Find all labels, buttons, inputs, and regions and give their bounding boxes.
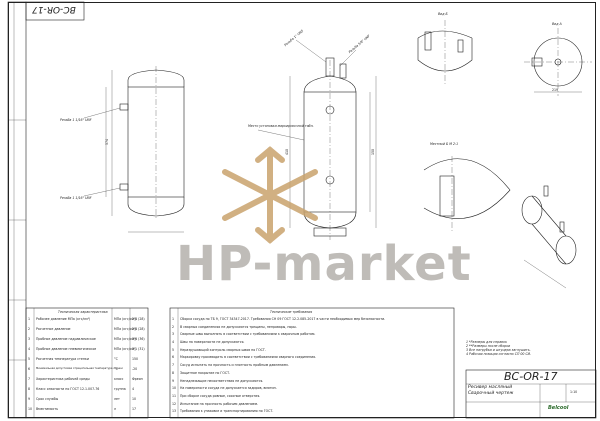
isometric-view: [521, 185, 577, 289]
dim-label-1: 574: [105, 138, 110, 146]
view-a-end: [524, 28, 592, 96]
callout-bolt-label: Место установки маркировочной табл.: [248, 124, 314, 128]
spec-row: 1 Рабочее давление МПа (кгс/см²) МПа (кг…: [28, 317, 145, 321]
note-line: 1 *Размеры для справок: [466, 340, 507, 344]
code-stamp-box: [25, 1, 85, 21]
corner-drawing-code: BC-OR-17: [32, 4, 76, 14]
note-line: 3 Все патрубки и штуцера заглушить.: [466, 348, 531, 352]
view-b-detail: [417, 20, 473, 86]
title-name-line1: Ресивер масляный: [468, 385, 513, 390]
dim-label-4: 150: [371, 148, 376, 156]
title-name-line2: Сварочный чертеж: [468, 391, 514, 396]
notes-block: 1 *Размеры для справок 2 **Размеры после…: [466, 340, 596, 356]
spec-row: 10 Вместимость л 17: [28, 407, 137, 411]
watermark-brand: HP-market: [176, 236, 472, 292]
tech-table-title: Технические требования: [270, 310, 313, 314]
bottom-tables: [25, 307, 597, 419]
callout-fitting-a: Резьба 1 1/16" UNF: [60, 118, 92, 122]
vessel-side-view: [83, 66, 185, 233]
sheet-scale: 1:10: [570, 390, 578, 394]
drawing-sheet: [8, 2, 596, 418]
spec-row: 7 Характеристика рабочей среды класс Фре…: [28, 377, 143, 381]
spec-row: 5 Расчетная температура стенки °С 150: [28, 357, 139, 361]
local-section-label: Местный Б М 2:1: [430, 142, 459, 146]
spec-row: 8 Класс опасности по ГОСТ 12.1.007-76 гр…: [28, 387, 135, 391]
callout-fitting-a2: Резьба 1 1/16" UNF: [60, 196, 92, 200]
spec-table: 1 Рабочее давление МПа (кгс/см²) МПа (кг…: [26, 316, 148, 416]
vessel-front-view: [257, 39, 377, 240]
title-drawing-code: BC-OR-17: [504, 370, 558, 383]
company-logo: Belcool: [548, 405, 569, 411]
dim-label-3: 219: [552, 88, 559, 92]
note-line: 2 **Размеры после сборки: [466, 344, 511, 348]
view-a-label: Вид А: [552, 22, 562, 26]
spec-row: 6 Минимальная допустимая отрицательная т…: [28, 367, 138, 371]
spec-row: 2 Расчетное давление МПа (кгс/см²) 2,8 (…: [28, 327, 145, 331]
watermark-snowflake: [222, 146, 318, 244]
left-stamp-strip: [7, 1, 27, 419]
spec-row: 3 Пробное давление гидравлическое МПа (к…: [28, 337, 145, 341]
view-b-label: Вид Б: [438, 12, 448, 16]
dim-label-2: 410: [285, 148, 290, 156]
note-line: 4 Рабочая позиция согласно СП 00 СИ.: [466, 352, 532, 356]
spec-table-title: Техническая характеристика: [58, 310, 108, 314]
spec-row: 9 Срок службы лет 10: [28, 397, 137, 401]
local-section-detail: [423, 156, 511, 232]
spec-row: 4 Пробное давление пневматическое МПа (к…: [28, 347, 145, 351]
